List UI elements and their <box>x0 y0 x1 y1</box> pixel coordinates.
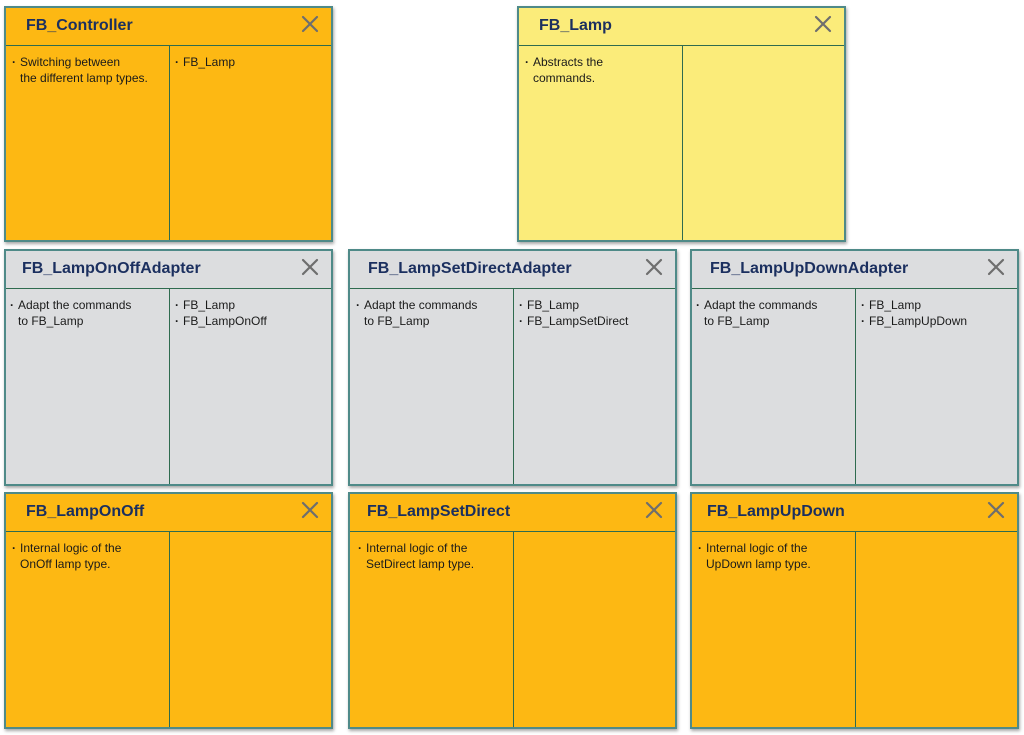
collaborator-item: FB_Lamp <box>173 54 323 70</box>
collaborator-item: FB_Lamp <box>859 297 1009 313</box>
close-icon[interactable] <box>985 256 1007 278</box>
card-title: FB_LampOnOffAdapter <box>22 260 201 277</box>
column-divider <box>169 532 170 727</box>
responsibility-item: Abstracts the commands. <box>523 54 679 86</box>
card-header: FB_LampOnOff <box>6 494 331 532</box>
card-body: Adapt the commands to FB_Lamp FB_Lamp FB… <box>6 289 331 484</box>
card-title: FB_LampSetDirect <box>367 503 511 520</box>
card-body: Adapt the commands to FB_Lamp FB_Lamp FB… <box>350 289 675 484</box>
responsibilities-column: Adapt the commands to FB_Lamp <box>354 297 510 329</box>
column-divider <box>513 532 514 727</box>
card-fb-lamp-updown: FB_LampUpDown Internal logic of the UpDo… <box>690 492 1019 729</box>
collaborator-item: FB_Lamp <box>173 297 323 313</box>
card-header: FB_LampUpDown <box>692 494 1017 532</box>
card-title: FB_LampUpDown <box>707 503 845 520</box>
card-header: FB_LampSetDirect <box>350 494 675 532</box>
responsibilities-column: Internal logic of the SetDirect lamp typ… <box>356 540 510 572</box>
card-fb-lamp-setdirect: FB_LampSetDirect Internal logic of the S… <box>348 492 677 729</box>
card-header: FB_LampSetDirectAdapter <box>350 251 675 289</box>
responsibilities-column: Switching between the different lamp typ… <box>10 54 166 86</box>
responsibilities-column: Abstracts the commands. <box>523 54 679 86</box>
card-header: FB_LampOnOffAdapter <box>6 251 331 289</box>
card-fb-lamp-setdirect-adapter: FB_LampSetDirectAdapter Adapt the comman… <box>348 249 677 486</box>
column-divider <box>855 289 856 484</box>
responsibilities-column: Internal logic of the OnOff lamp type. <box>10 540 166 572</box>
responsibilities-column: Adapt the commands to FB_Lamp <box>8 297 166 329</box>
responsibility-item: Switching between the different lamp typ… <box>10 54 166 86</box>
close-icon[interactable] <box>812 13 834 35</box>
column-divider <box>682 46 683 240</box>
collaborator-item: FB_Lamp <box>517 297 667 313</box>
card-body: Internal logic of the OnOff lamp type. <box>6 532 331 727</box>
card-body: Switching between the different lamp typ… <box>6 46 331 240</box>
card-fb-lamp: FB_Lamp Abstracts the commands. <box>517 6 846 242</box>
card-fb-lamp-updown-adapter: FB_LampUpDownAdapter Adapt the commands … <box>690 249 1019 486</box>
card-body: Adapt the commands to FB_Lamp FB_Lamp FB… <box>692 289 1017 484</box>
responsibility-item: Adapt the commands to FB_Lamp <box>8 297 166 329</box>
responsibility-item: Internal logic of the OnOff lamp type. <box>10 540 166 572</box>
responsibilities-column: Internal logic of the UpDown lamp type. <box>696 540 852 572</box>
collaborators-column: FB_Lamp FB_LampUpDown <box>859 297 1009 329</box>
card-body: Abstracts the commands. <box>519 46 844 240</box>
card-title: FB_Lamp <box>539 17 612 34</box>
responsibilities-column: Adapt the commands to FB_Lamp <box>694 297 852 329</box>
collaborators-column: FB_Lamp FB_LampOnOff <box>173 297 323 329</box>
close-icon[interactable] <box>643 256 665 278</box>
card-fb-controller: FB_Controller Switching between the diff… <box>4 6 333 242</box>
close-icon[interactable] <box>985 499 1007 521</box>
card-header: FB_LampUpDownAdapter <box>692 251 1017 289</box>
column-divider <box>855 532 856 727</box>
column-divider <box>169 46 170 240</box>
card-title: FB_LampSetDirectAdapter <box>368 260 572 277</box>
card-body: Internal logic of the SetDirect lamp typ… <box>350 532 675 727</box>
close-icon[interactable] <box>299 256 321 278</box>
card-fb-lamp-onoff-adapter: FB_LampOnOffAdapter Adapt the commands t… <box>4 249 333 486</box>
card-title: FB_Controller <box>26 17 133 34</box>
card-body: Internal logic of the UpDown lamp type. <box>692 532 1017 727</box>
card-title: FB_LampOnOff <box>26 503 145 520</box>
close-icon[interactable] <box>299 13 321 35</box>
column-divider <box>513 289 514 484</box>
collaborator-item: FB_LampOnOff <box>173 313 323 329</box>
responsibility-item: Internal logic of the UpDown lamp type. <box>696 540 852 572</box>
responsibility-item: Internal logic of the SetDirect lamp typ… <box>356 540 510 572</box>
collaborator-item: FB_LampSetDirect <box>517 313 667 329</box>
card-title: FB_LampUpDownAdapter <box>710 260 909 277</box>
collaborator-item: FB_LampUpDown <box>859 313 1009 329</box>
column-divider <box>169 289 170 484</box>
collaborators-column: FB_Lamp FB_LampSetDirect <box>517 297 667 329</box>
card-header: FB_Controller <box>6 8 331 46</box>
close-icon[interactable] <box>299 499 321 521</box>
card-fb-lamp-onoff: FB_LampOnOff Internal logic of the OnOff… <box>4 492 333 729</box>
responsibility-item: Adapt the commands to FB_Lamp <box>694 297 852 329</box>
responsibility-item: Adapt the commands to FB_Lamp <box>354 297 510 329</box>
card-header: FB_Lamp <box>519 8 844 46</box>
collaborators-column: FB_Lamp <box>173 54 323 70</box>
close-icon[interactable] <box>643 499 665 521</box>
